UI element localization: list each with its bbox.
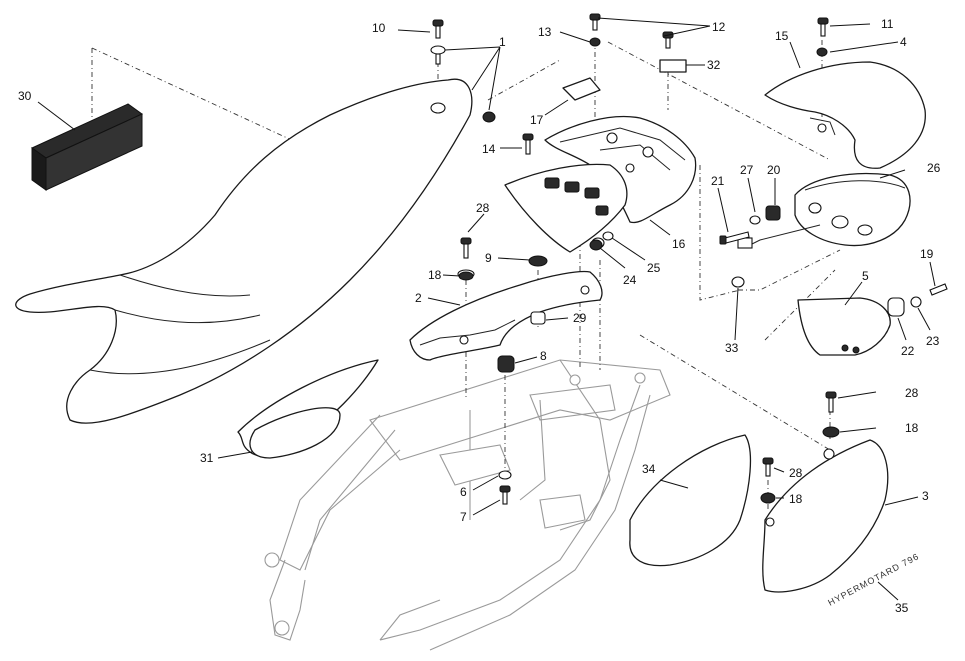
callout-21: 21 xyxy=(711,174,725,188)
callout-18b: 18 xyxy=(905,421,919,435)
callout-4: 4 xyxy=(900,35,907,49)
callout-13: 13 xyxy=(538,25,552,39)
seat xyxy=(15,78,496,424)
hardware xyxy=(430,13,948,505)
callout-10: 10 xyxy=(372,21,386,35)
callout-16: 16 xyxy=(672,237,686,251)
callout-2: 2 xyxy=(415,291,422,305)
license-plate-holder xyxy=(504,163,628,253)
tail-cover xyxy=(764,61,926,169)
foam-block xyxy=(31,103,143,191)
callout-28b: 28 xyxy=(905,386,919,400)
callout-17: 17 xyxy=(530,113,544,127)
callout-19: 19 xyxy=(920,247,934,261)
tail-light xyxy=(737,172,911,249)
callout-27: 27 xyxy=(740,163,754,177)
callout-14: 14 xyxy=(482,142,496,156)
callout-18a: 18 xyxy=(428,268,442,282)
callout-11: 11 xyxy=(881,17,894,31)
rear-cover xyxy=(409,270,603,361)
callout-33: 33 xyxy=(725,341,739,355)
callout-5: 5 xyxy=(862,269,869,283)
callout-25: 25 xyxy=(647,261,661,275)
callout-35: 35 xyxy=(895,601,909,615)
reflector-bracket xyxy=(797,297,891,356)
callout-26: 26 xyxy=(927,161,941,175)
callout-18c: 18 xyxy=(789,492,803,506)
callout-3: 3 xyxy=(922,489,929,503)
callout-28a: 28 xyxy=(476,201,490,215)
callout-32: 32 xyxy=(707,58,721,72)
leader-lines xyxy=(37,17,936,601)
callout-8: 8 xyxy=(540,349,547,363)
callout-28c: 28 xyxy=(789,466,803,480)
side-panel-right xyxy=(762,439,889,593)
callout-7: 7 xyxy=(460,510,467,524)
side-panel-left xyxy=(629,434,752,567)
callout-labels: 1 2 3 4 5 6 7 8 9 10 11 12 13 14 15 16 1… xyxy=(18,17,941,615)
callout-24: 24 xyxy=(623,273,637,287)
callout-1: 1 xyxy=(499,35,506,49)
callout-29: 29 xyxy=(573,311,587,325)
callout-22: 22 xyxy=(901,344,915,358)
callout-12: 12 xyxy=(712,20,726,34)
callout-15: 15 xyxy=(775,29,789,43)
seat-pad xyxy=(237,359,379,459)
callout-9: 9 xyxy=(485,251,492,265)
callout-23: 23 xyxy=(926,334,940,348)
callout-31: 31 xyxy=(200,451,214,465)
rear-subframe xyxy=(264,359,671,651)
callout-30: 30 xyxy=(18,89,32,103)
callout-34: 34 xyxy=(642,462,656,476)
callout-6: 6 xyxy=(460,485,467,499)
callout-20: 20 xyxy=(767,163,781,177)
